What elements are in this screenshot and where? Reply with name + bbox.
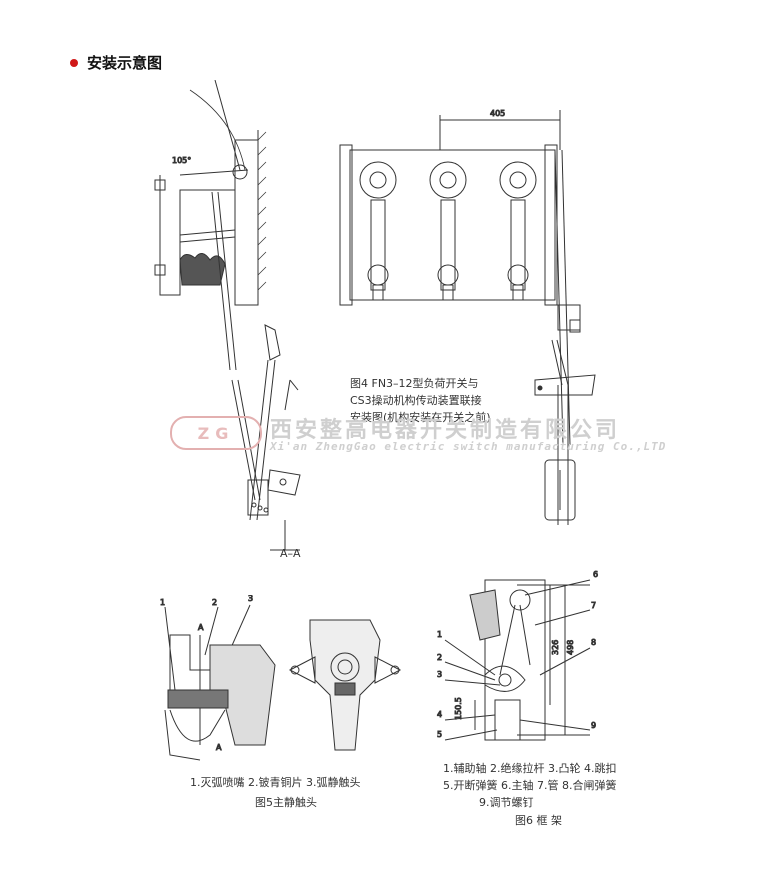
fig6-callout-6: 6 (593, 570, 598, 579)
section-header: 安装示意图 (70, 52, 162, 73)
fig4-angle-label: 105° (172, 156, 191, 165)
fig6-caption: 图6 框 架 (515, 814, 562, 827)
fig6-callout-5: 5 (437, 730, 442, 739)
fig4-dimension-label: 405 (490, 109, 505, 118)
fig5-callout-3: 3 (248, 595, 253, 603)
fig6-dim-326: 326 (551, 640, 560, 655)
fig6-callout-2: 2 (437, 653, 442, 662)
fig4-mechanism-drawing: 105° (154, 80, 301, 551)
watermark-company-cn: 西安整高电器开关制造有限公司 (270, 418, 621, 443)
fig5-callout-1: 1 (160, 598, 165, 607)
company-logo: ZG (170, 416, 262, 450)
fig5-contact-drawing: 1 2 3 A A (160, 595, 402, 761)
watermark-company-en: Xi'an ZhengGao electric switch manufactu… (270, 440, 667, 453)
fig6-legend-line3: 9.调节螺钉 (479, 796, 534, 809)
fig4-caption-line3: 安装图(机构安装在开关之前) (350, 411, 491, 424)
fig5-section-mark-top: A (198, 623, 204, 632)
fig6-callout-3: 3 (437, 670, 442, 679)
fig6-legend: 1.辅助轴 2.绝缘拉杆 3.凸轮 4.跳扣 5.开断弹簧 6.主轴 7.管 8… (443, 760, 616, 811)
fig6-callout-4: 4 (437, 710, 442, 719)
fig4-caption-line1: 图4 FN3–12型负荷开关与 (350, 377, 479, 390)
fig6-dim-150-5: 150.5 (454, 697, 463, 720)
fig4-caption: 图4 FN3–12型负荷开关与 CS3操动机构传动装置联接 安装图(机构安装在开… (350, 375, 491, 426)
fig5-section-mark-bottom: A (216, 743, 222, 752)
fig6-callout-1: 1 (437, 630, 442, 639)
section-title: 安装示意图 (87, 54, 163, 72)
fig6-callout-9: 9 (591, 721, 596, 730)
fig5-caption: 图5主静触头 (255, 796, 317, 809)
fig5-callout-2: 2 (212, 598, 217, 607)
fig5-legend: 1.灭弧喷嘴 2.铍青铜片 3.弧静触头 (190, 776, 361, 789)
fig6-callout-7: 7 (591, 601, 596, 610)
fig6-legend-line1: 1.辅助轴 2.绝缘拉杆 3.凸轮 4.跳扣 (443, 762, 617, 775)
fig6-callout-8: 8 (591, 638, 596, 647)
fig4-switch-drawing: 405 (339, 109, 596, 525)
fig4-section-label: A–A (280, 547, 301, 560)
fig4-caption-line2: CS3操动机构传动装置联接 (350, 394, 482, 407)
bullet-dot-icon (70, 58, 78, 67)
company-watermark: ZG 西安整高电器开关制造有限公司 Xi'an ZhengGao electri… (170, 410, 665, 458)
fig6-frame-drawing: 6 7 8 9 2 3 4 5 1 326 498 150.5 (437, 570, 599, 741)
fig6-dim-498: 498 (566, 640, 575, 655)
fig6-legend-line2: 5.开断弹簧 6.主轴 7.管 8.合闸弹簧 (443, 779, 617, 792)
